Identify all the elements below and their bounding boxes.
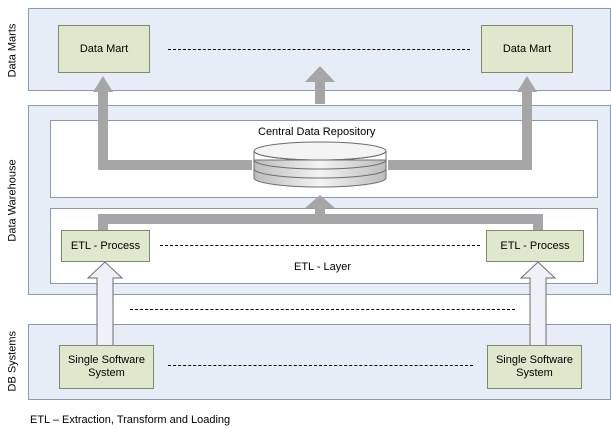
db-systems-dotted-connector <box>168 365 473 366</box>
central-data-repository-label: Central Data Repository <box>258 126 376 138</box>
data-marts-dotted-connector <box>168 49 470 50</box>
single-software-system-right[interactable]: Single Software System <box>487 345 582 389</box>
db-systems-label: DB Systems <box>6 330 19 392</box>
etl-dotted-connector <box>160 245 480 246</box>
data-mart-left[interactable]: Data Mart <box>58 25 150 73</box>
single-software-system-left[interactable]: Single Software System <box>59 345 154 389</box>
data-warehouse-label: Data Warehouse <box>6 159 19 242</box>
etl-process-left[interactable]: ETL - Process <box>61 230 150 262</box>
footnote: ETL – Extraction, Transform and Loading <box>30 414 231 426</box>
etl-layer-label: ETL - Layer <box>294 261 352 273</box>
data-mart-right[interactable]: Data Mart <box>481 25 573 73</box>
data-marts-label: Data Marts <box>6 23 19 78</box>
etl-process-right[interactable]: ETL - Process <box>486 230 584 262</box>
between-layers-dotted-connector <box>130 309 515 310</box>
